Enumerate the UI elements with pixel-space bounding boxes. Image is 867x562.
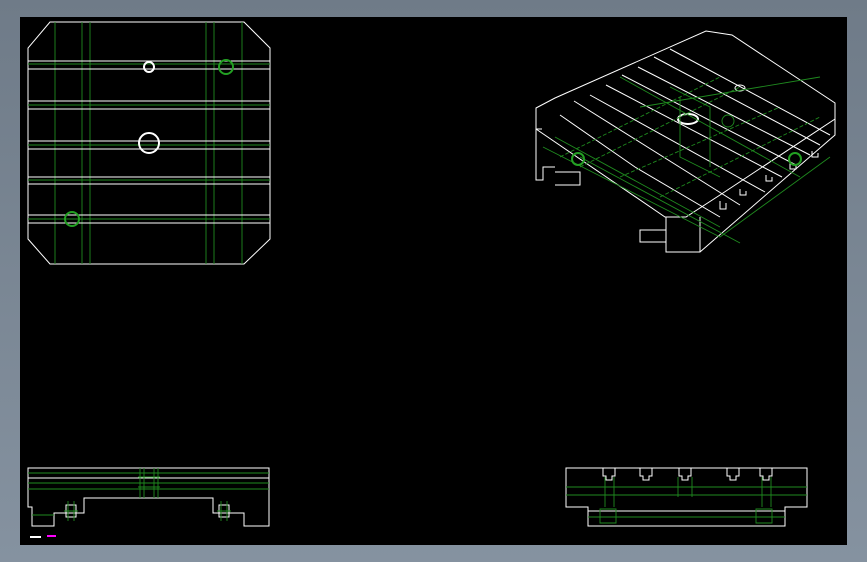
small-hole xyxy=(143,61,155,73)
drawing-svg xyxy=(27,21,836,527)
hidden-hole xyxy=(218,59,234,75)
legend-marker-a xyxy=(30,536,41,538)
iso-small-hole xyxy=(734,84,746,92)
isometric-view xyxy=(535,30,836,253)
legend-marker-b xyxy=(47,535,56,537)
center-hole xyxy=(138,132,160,154)
top-view-outline xyxy=(27,21,271,265)
iso-center-hole xyxy=(677,113,699,125)
side-view-outline xyxy=(565,467,808,527)
front-view xyxy=(27,467,270,527)
hidden-hole xyxy=(64,211,80,227)
cad-drawing-canvas[interactable] xyxy=(20,17,847,545)
front-view-outline xyxy=(27,467,270,527)
top-view xyxy=(27,21,271,265)
side-view xyxy=(565,467,808,527)
